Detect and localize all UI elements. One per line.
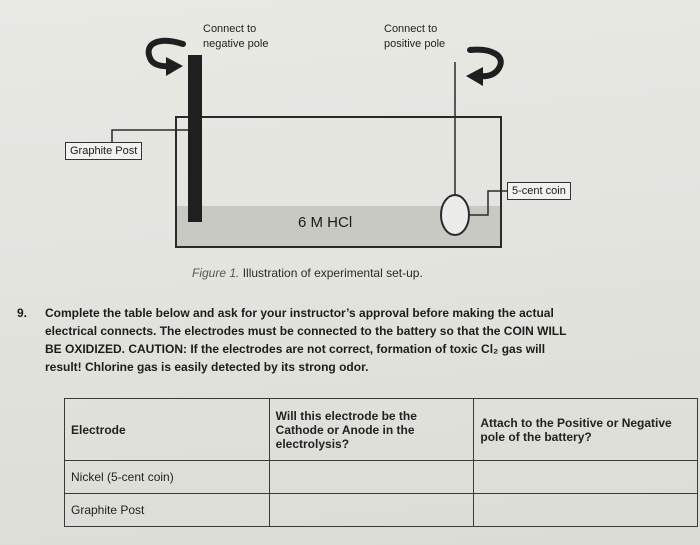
electrode-table: Electrode Will this electrode be the Cat… [64, 398, 698, 527]
question-line: electrical connects. The electrodes must… [45, 324, 567, 338]
coin-leader-line [470, 190, 508, 216]
experimental-setup-diagram [111, 37, 508, 248]
positive-arrow-icon [466, 46, 504, 86]
header-electrode: Electrode [64, 398, 270, 461]
question-number: 9. [17, 306, 28, 320]
table-row: Graphite Post [64, 493, 698, 527]
header-cathode-anode: Will this electrode be the Cathode or An… [268, 398, 475, 461]
figure-caption: Figure 1. Illustration of experimental s… [192, 266, 423, 280]
positive-pole-label: Connect to positive pole [384, 22, 445, 52]
negative-pole-label: Connect to negative pole [203, 22, 268, 52]
figure-number: Figure 1. [192, 266, 240, 280]
table-row: Nickel (5-cent coin) [64, 460, 698, 494]
header-pole: Attach to the Positive or Negative pole … [473, 398, 698, 461]
question-line: Complete the table below and ask for you… [45, 306, 554, 320]
graphite-leader-line [111, 129, 188, 143]
cell-pole[interactable] [473, 460, 698, 494]
negative-pole-label-line1: Connect to [203, 23, 257, 35]
graphite-post [188, 55, 202, 222]
cell-pole[interactable] [473, 493, 698, 527]
cell-electrode: Nickel (5-cent coin) [64, 460, 270, 494]
cell-cathode-anode[interactable] [268, 493, 475, 527]
positive-pole-label-line2: positive pole [384, 38, 446, 50]
figure-caption-text: Illustration of experimental set-up. [242, 266, 423, 280]
cell-cathode-anode[interactable] [268, 460, 475, 494]
positive-pole-label-line1: Connect to [384, 23, 438, 35]
beaker [175, 116, 502, 248]
question-line: BE OXIDIZED. CAUTION: If the electrodes … [45, 342, 546, 356]
negative-pole-label-line2: negative pole [203, 38, 269, 50]
cell-electrode: Graphite Post [64, 493, 270, 527]
negative-arrow-icon [145, 37, 186, 76]
question-text: Complete the table below and ask for you… [45, 304, 685, 376]
question-line: result! Chlorine gas is easily detected … [45, 360, 369, 374]
table-header-row: Electrode Will this electrode be the Cat… [64, 398, 698, 461]
solution-label: 6 M HCl [298, 214, 353, 231]
coin-label: 5-cent coin [507, 182, 571, 200]
coin-shape [440, 194, 470, 236]
graphite-post-label: Graphite Post [65, 142, 143, 160]
